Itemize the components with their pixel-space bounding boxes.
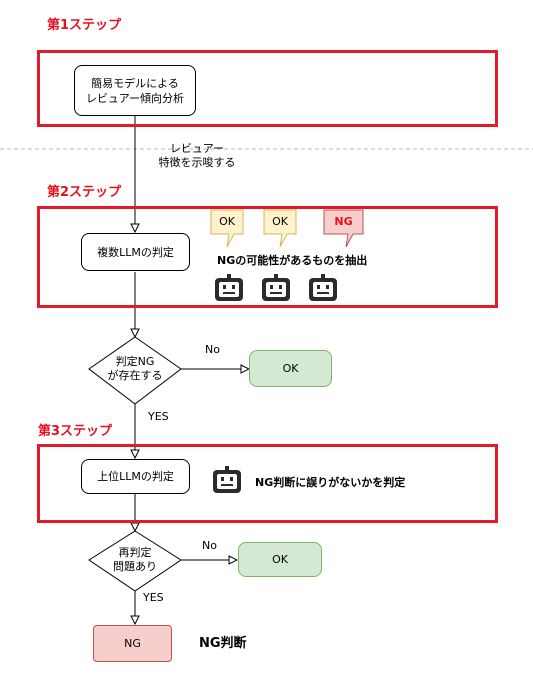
decision2-yes-label: YES bbox=[143, 591, 164, 604]
step1-title: 第1ステップ bbox=[47, 18, 122, 33]
ng-judgment-label: NG判断 bbox=[199, 636, 247, 651]
decision1-diamond bbox=[88, 336, 182, 405]
decision1-yes-label: YES bbox=[148, 410, 169, 423]
reviewer-note-line2: 特徴を示唆する bbox=[158, 156, 236, 169]
speech-bubble-ng bbox=[323, 209, 364, 248]
decision2-no-label: No bbox=[202, 539, 217, 552]
decision1-no-label: No bbox=[205, 343, 220, 356]
step2-box bbox=[37, 206, 498, 308]
check-ng-label: NG判断に誤りがないかを判定 bbox=[255, 476, 406, 489]
decision1-line2: が存在する bbox=[107, 369, 163, 382]
upper-llm-node: 上位LLMの判定 bbox=[81, 459, 190, 494]
ok-node-1: OK bbox=[249, 350, 332, 387]
simple-model-node: 簡易モデルによる レビュアー傾向分析 bbox=[74, 65, 196, 116]
decision1-label: 判定NG が存在する bbox=[89, 355, 181, 383]
step2-title: 第2ステップ bbox=[47, 185, 122, 200]
speech-bubble-ok-1 bbox=[210, 209, 244, 248]
ok-node-2: OK bbox=[238, 542, 322, 577]
step1-box bbox=[37, 50, 498, 127]
bubble-ng-label: NG bbox=[334, 215, 353, 228]
robot-icon bbox=[212, 466, 242, 498]
decision2-line1: 再判定 bbox=[118, 546, 152, 559]
robot-icon bbox=[214, 274, 244, 306]
step3-title: 第3ステップ bbox=[38, 424, 113, 439]
extract-ng-label: NGの可能性があるものを抽出 bbox=[217, 254, 368, 267]
multi-llm-node: 複数LLMの判定 bbox=[81, 233, 190, 271]
decision2-diamond bbox=[88, 530, 182, 592]
decision2-line2: 問題あり bbox=[113, 560, 157, 573]
reviewer-note-line1: レビュアー bbox=[169, 142, 225, 155]
ng-final-node: NG bbox=[93, 625, 172, 662]
robot-icon bbox=[308, 274, 338, 306]
simple-model-line1: 簡易モデルによる bbox=[91, 76, 179, 90]
bubble-ok-1-label: OK bbox=[219, 215, 235, 228]
robot-icon bbox=[261, 274, 291, 306]
simple-model-line2: レビュアー傾向分析 bbox=[85, 91, 185, 105]
decision1-line1: 判定NG bbox=[115, 355, 155, 368]
speech-bubble-ok-2 bbox=[263, 209, 297, 248]
bubble-ok-2-label: OK bbox=[272, 215, 288, 228]
step3-box bbox=[37, 444, 498, 523]
reviewer-note: レビュアー 特徴を示唆する bbox=[152, 142, 242, 170]
decision2-label: 再判定 問題あり bbox=[89, 546, 181, 574]
